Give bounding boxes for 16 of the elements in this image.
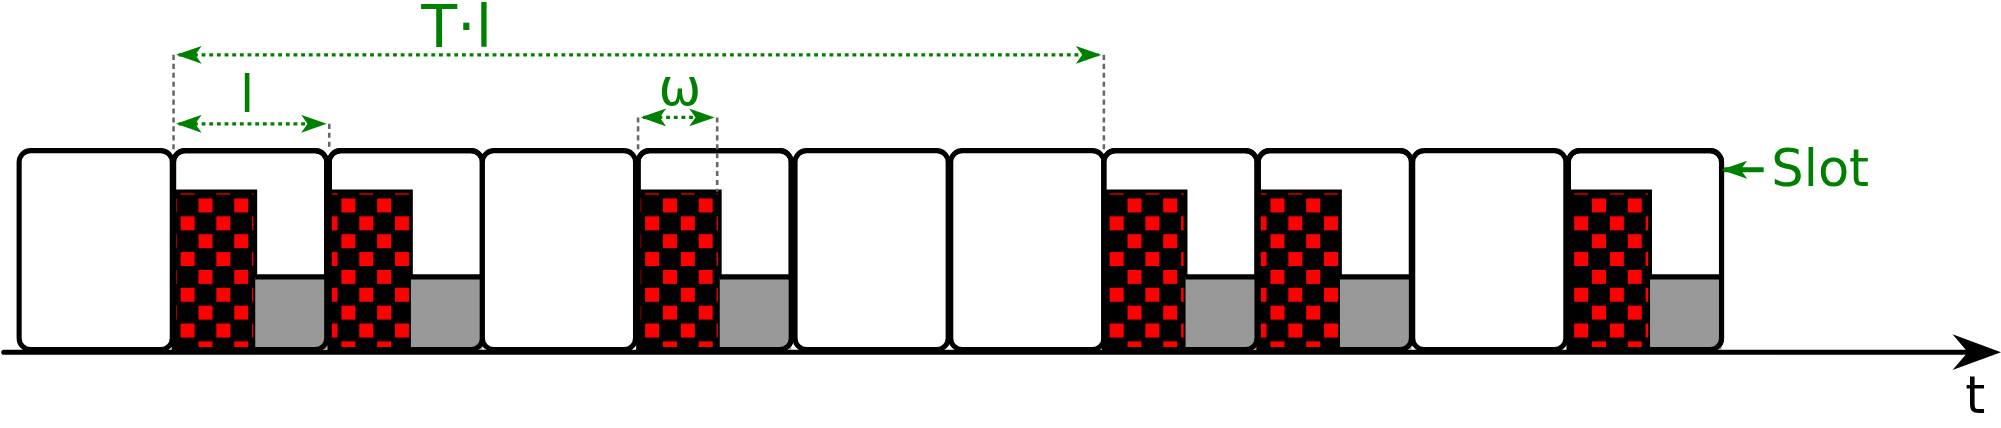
arrow [1721,160,1764,179]
axis-label: t [1965,370,1986,422]
occupied-slot [326,148,485,353]
occupied-slot [1101,148,1260,353]
occupied-slot [635,148,794,353]
dimension-label: ω [658,61,702,113]
slot-label: Slot [1771,142,1870,194]
dimension-label: T·l [421,0,492,57]
dimension-label: l [239,68,255,120]
empty-slot [479,148,639,353]
occupied-slot [1565,148,1725,353]
empty-slot [1410,148,1569,353]
occupied-slot [171,148,330,353]
occupied-slot [1255,148,1414,353]
empty-slot [792,148,951,353]
empty-slot [16,148,175,353]
